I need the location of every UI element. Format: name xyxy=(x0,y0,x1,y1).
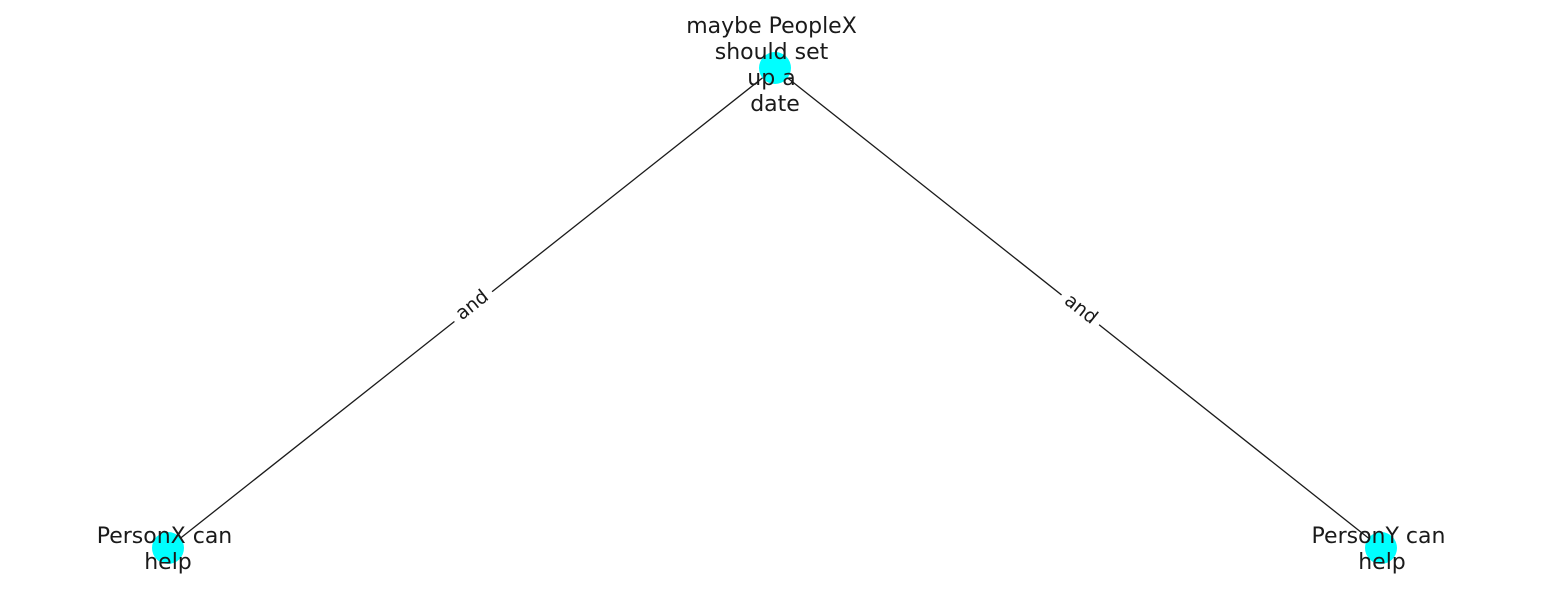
node-right xyxy=(1365,532,1397,564)
edges-layer xyxy=(167,67,1382,549)
node-top xyxy=(759,52,791,84)
node-label-left: PersonX can help xyxy=(97,524,240,575)
nodes-layer xyxy=(152,52,1397,564)
node-label-left-line-1: PersonX can xyxy=(97,524,233,549)
node-label-top-line-2: should set xyxy=(715,40,829,65)
node-label-right: PersonY can help xyxy=(1312,524,1453,575)
node-label-left-line-2: help xyxy=(144,550,192,575)
node-labels-layer: maybe PeopleX should set up a date Perso… xyxy=(97,14,1453,575)
node-label-right-line-1: PersonY can xyxy=(1312,524,1446,549)
node-left xyxy=(152,532,184,564)
node-label-top: maybe PeopleX should set up a date xyxy=(686,14,864,117)
node-label-top-line-4: date xyxy=(750,92,800,117)
edge-labels-layer: and and xyxy=(444,279,1109,335)
node-label-top-line-3: up a xyxy=(747,66,795,91)
node-label-right-line-2: help xyxy=(1358,550,1406,575)
node-label-top-line-1: maybe PeopleX xyxy=(686,14,857,39)
